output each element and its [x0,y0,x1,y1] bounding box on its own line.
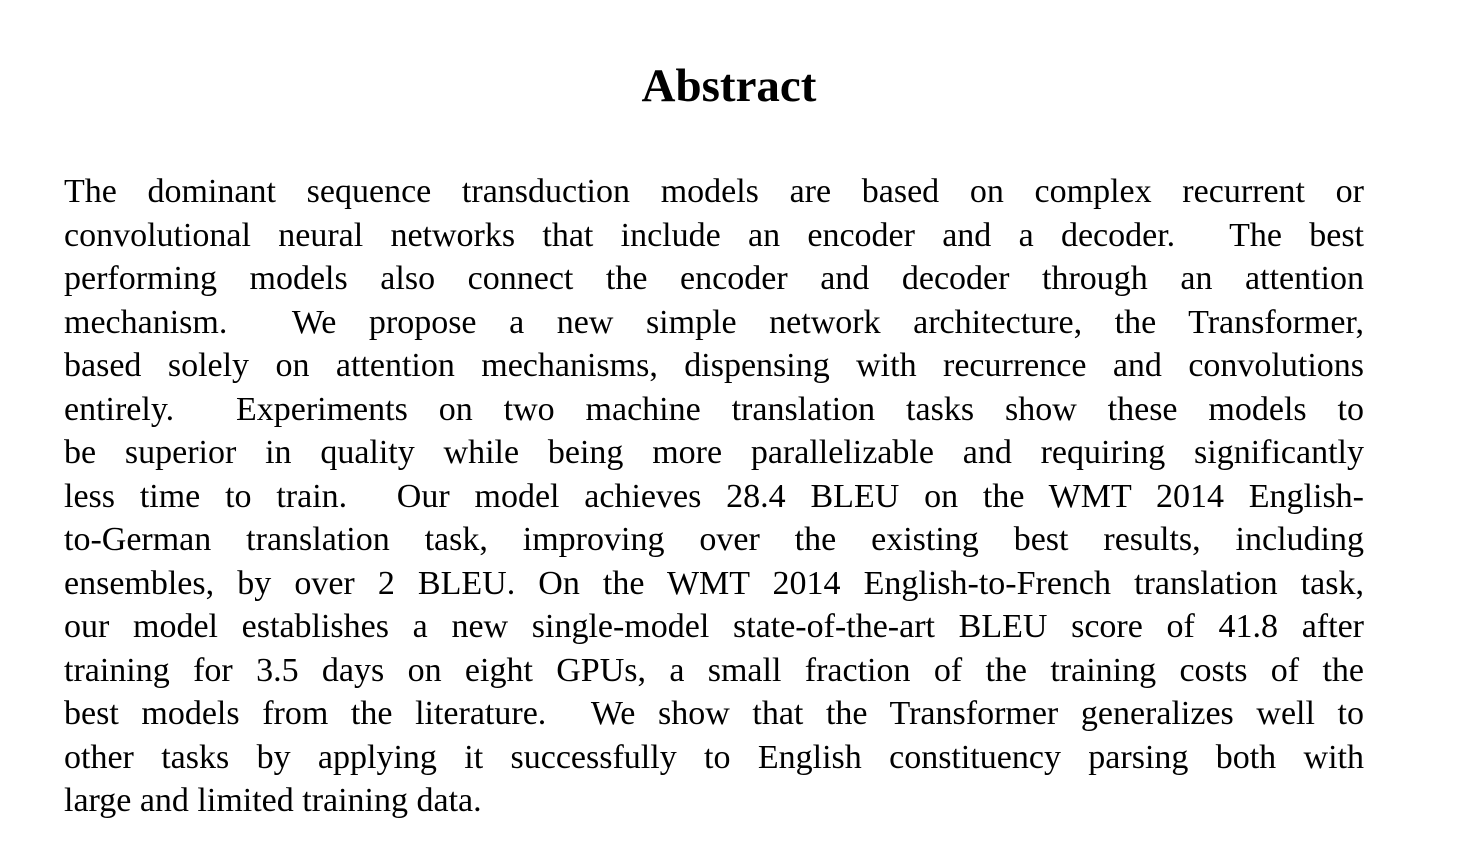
abstract-line: other tasks by applying it successfully … [64,738,1364,776]
abstract-line: performing models also connect the encod… [64,260,1364,297]
abstract-line: be superior in quality while being more … [64,434,1364,471]
abstract-line: convolutional neural networks that inclu… [64,216,1364,254]
abstract-line: training for 3.5 days on eight GPUs, a s… [64,651,1364,689]
abstract-line: our model establishes a new single-model… [64,608,1364,645]
abstract-line: best models from the literature. We show… [64,695,1364,732]
abstract-line: based solely on attention mechanisms, di… [64,347,1364,384]
abstract-line: less time to train. Our model achieves 2… [64,477,1364,515]
abstract-line: ensembles, by over 2 BLEU. On the WMT 20… [64,564,1364,602]
abstract-line: entirely. Experiments on two machine tra… [64,390,1364,428]
abstract-line-last: large and limited training data. [64,782,482,819]
abstract-line: mechanism. We propose a new simple netwo… [64,303,1364,341]
abstract-heading: Abstract [641,60,817,112]
abstract-line: to-German translation task, improving ov… [64,521,1364,558]
abstract-line: The dominant sequence transduction model… [64,173,1364,210]
abstract-paragraph: The dominant sequence transduction model… [64,170,1364,823]
